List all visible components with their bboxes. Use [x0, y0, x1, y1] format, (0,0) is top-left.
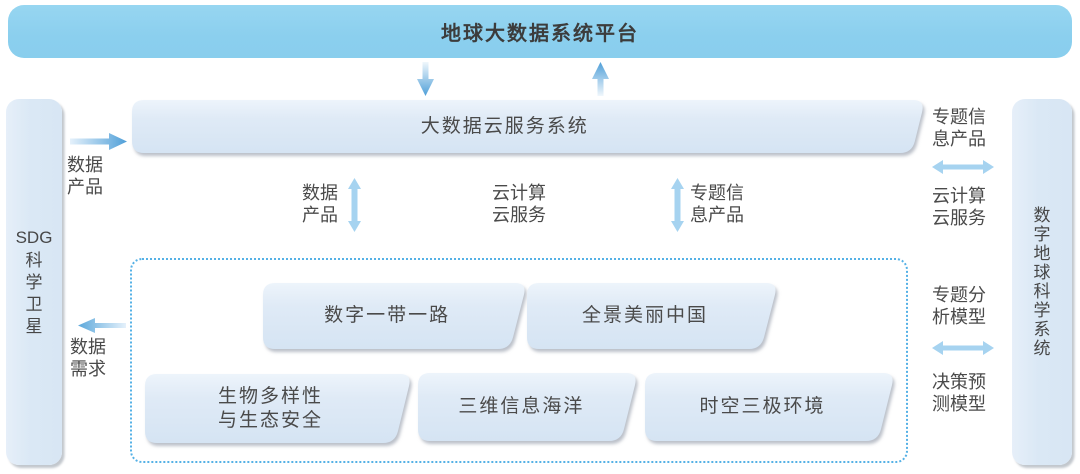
arrow-updown-icon — [348, 178, 361, 232]
arrow-down-icon — [417, 62, 434, 96]
cloud-service-title: 大数据云服务系统 — [420, 115, 589, 137]
project-card-label: 数字一带一路 — [324, 305, 451, 326]
cloud-service-band: 大数据云服务系统 — [132, 100, 925, 153]
project-card-3d-ocean: 三维信息海洋 — [418, 373, 638, 441]
arrow-leftright-icon — [932, 160, 994, 174]
card-shape — [263, 283, 525, 349]
left-flow-data-demand-label: 数据 需求 — [70, 337, 106, 379]
sdg-cn-label: 科学卫星 — [25, 251, 43, 336]
project-card-beautiful-china: 全景美丽中国 — [527, 283, 778, 349]
platform-title: 地球大数据系统平台 — [441, 23, 639, 45]
card-shape — [145, 374, 410, 443]
digital-earth-bar: 数字地球科学系统 — [1012, 99, 1072, 465]
right-flow-decision-model-label: 决策预 测模型 — [932, 372, 986, 414]
platform-banner: 地球大数据系统平台 — [8, 5, 1072, 58]
arrow-right-icon — [70, 133, 127, 150]
right-flow-thematic-info-label: 专题信 息产品 — [932, 107, 986, 149]
card-shape — [418, 373, 636, 441]
projects-group-box — [130, 258, 908, 463]
sdg-satellite-bar: SDG 科学卫星 — [6, 99, 62, 465]
card-shape — [527, 283, 776, 349]
arrow-left-icon — [78, 318, 126, 333]
sdg-label: SDG — [15, 228, 53, 247]
project-card-label: 生物多样性 与生态安全 — [217, 385, 323, 431]
project-card-label: 三维信息海洋 — [458, 396, 585, 417]
project-card-three-poles: 时空三极环境 — [645, 373, 895, 441]
right-flow-cloud-computing-label: 云计算 云服务 — [932, 186, 986, 228]
project-card-biodiversity: 生物多样性 与生态安全 — [145, 374, 412, 443]
project-card-label: 全景美丽中国 — [581, 305, 708, 326]
right-flow-analysis-model-label: 专题分 析模型 — [932, 285, 986, 327]
left-flow-data-products-label: 数据 产品 — [67, 155, 103, 197]
project-card-digital-belt-road: 数字一带一路 — [263, 283, 527, 349]
project-card-label: 时空三极环境 — [699, 396, 826, 417]
card-shape — [645, 373, 893, 441]
mid-flow-thematic-info-label: 专题信 息产品 — [690, 183, 744, 225]
band-shape — [132, 100, 923, 153]
arrow-updown-icon — [671, 178, 684, 232]
arrow-leftright-icon — [932, 341, 994, 355]
mid-flow-cloud-computing-label: 云计算 云服务 — [492, 183, 546, 225]
digital-earth-label: 数字地球科学系统 — [1033, 206, 1051, 358]
arrow-up-icon — [592, 62, 609, 96]
mid-flow-data-products-label: 数据 产品 — [302, 183, 338, 225]
